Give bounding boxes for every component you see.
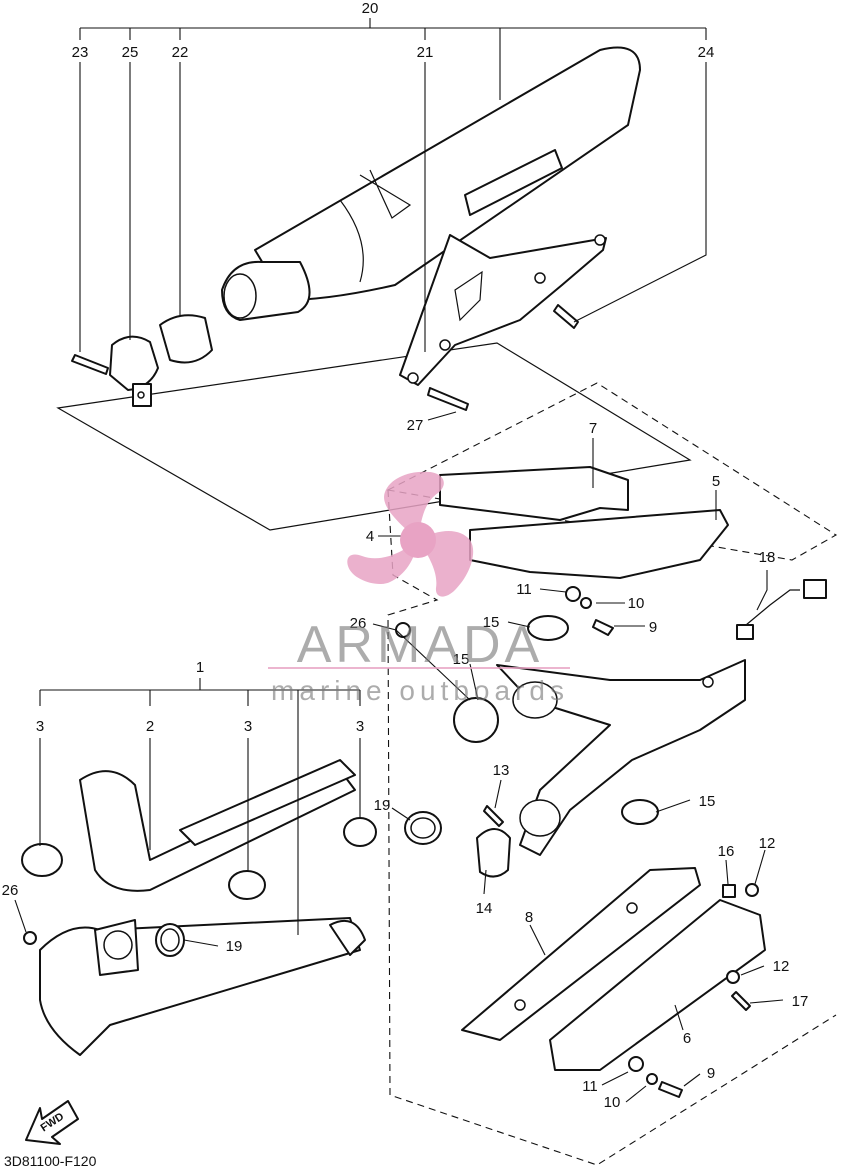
callout-24: 24 (698, 44, 715, 61)
heat-protector-lower-part (461, 867, 766, 1071)
callout-3-left: 3 (36, 718, 44, 735)
watermark-tagline: marine outboards (271, 675, 569, 706)
callout-13: 13 (493, 762, 510, 779)
o2-sensor-part (736, 579, 827, 640)
callout-14: 14 (476, 900, 493, 917)
callout-7: 7 (589, 420, 597, 437)
watermark-brand: ARMADA (297, 616, 543, 674)
callout-17: 17 (792, 993, 809, 1010)
callout-25: 25 (122, 44, 139, 61)
callout-16: 16 (718, 843, 735, 860)
rear-clamp-part (109, 335, 159, 407)
callout-18: 18 (759, 549, 776, 566)
muffler-assembly-outline (56, 342, 692, 531)
callout-15-middle: 15 (453, 651, 470, 668)
small-hardware-upper (395, 586, 614, 827)
callout-26-upper: 26 (350, 615, 367, 632)
callout-9-lower: 9 (707, 1065, 715, 1082)
callout-23: 23 (72, 44, 89, 61)
muffler-part (221, 46, 641, 321)
callout-19-lower: 19 (226, 938, 243, 955)
fwd-arrow: FWD (25, 1100, 79, 1145)
gasket-ring-19a (404, 811, 442, 845)
diagram-code: 3D81100-F120 (4, 1153, 97, 1169)
callout-22: 22 (172, 44, 189, 61)
callout-9-upper: 9 (649, 619, 657, 636)
sleeve-14 (476, 828, 511, 878)
exhaust-pipe-left-part (39, 917, 366, 1056)
callout-26-lower: 26 (2, 882, 19, 899)
callout-27: 27 (407, 417, 424, 434)
callout-3-middle: 3 (244, 718, 252, 735)
callout-labels: 20 23 25 22 21 24 27 7 5 4 18 11 10 9 26… (2, 0, 809, 1111)
callout-15-upper: 15 (483, 614, 500, 631)
gasket-ring-19b (155, 923, 185, 957)
callout-10-lower: 10 (604, 1094, 621, 1111)
forward-arrow-icon (25, 1100, 79, 1145)
callout-8: 8 (525, 909, 533, 926)
armada-watermark-logo: ARMADA marine outboards (268, 471, 570, 706)
nut-26b (23, 931, 37, 945)
propeller-logo-icon (347, 471, 474, 597)
exhaust-y-pipe-part (496, 659, 746, 856)
clamps-front (453, 615, 659, 825)
callout-19-upper: 19 (374, 797, 391, 814)
callout-15-lower: 15 (699, 793, 716, 810)
clamps-left (21, 817, 377, 900)
callout-20: 20 (362, 0, 379, 17)
callout-2: 2 (146, 718, 154, 735)
gasket-sleeve-part (159, 314, 213, 364)
callout-12-upper: 12 (759, 835, 776, 852)
muffler-bracket-part (399, 234, 607, 386)
heat-protector-upper-part (439, 466, 729, 579)
callout-1: 1 (196, 659, 204, 676)
callout-11-upper: 11 (516, 581, 532, 598)
callout-21: 21 (417, 44, 434, 61)
callout-11-lower: 11 (582, 1078, 598, 1095)
callout-10-upper: 10 (628, 595, 645, 612)
heat-protector-left-part (79, 759, 356, 892)
callout-3-right: 3 (356, 718, 364, 735)
small-hardware-lower (628, 883, 759, 1098)
upper-bolts (71, 304, 579, 411)
callout-5: 5 (712, 473, 720, 490)
leader-lines (14, 18, 784, 1103)
callout-4: 4 (366, 528, 374, 545)
callout-12-lower: 12 (773, 958, 790, 975)
callout-6: 6 (683, 1030, 691, 1047)
